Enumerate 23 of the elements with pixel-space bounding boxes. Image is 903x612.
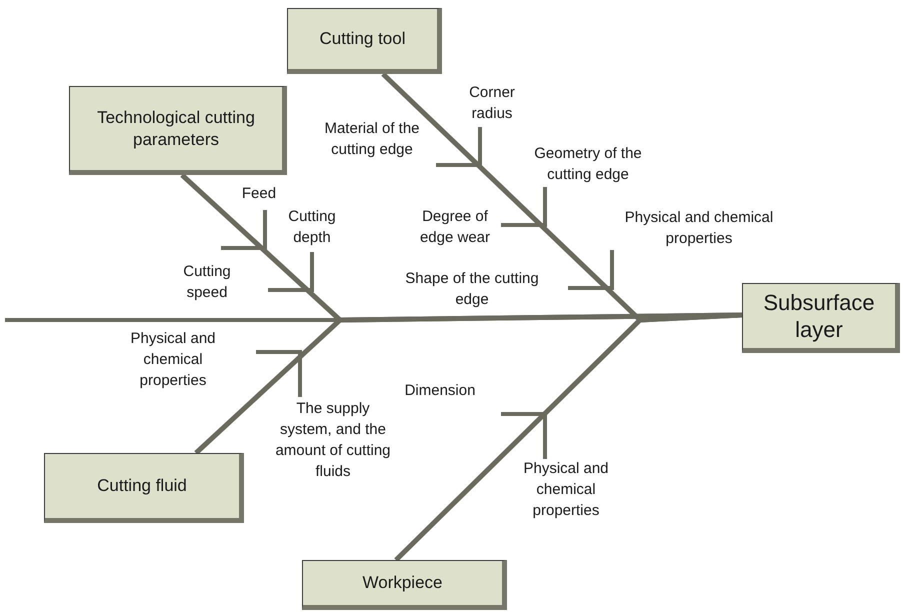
effect-label: Subsurface layer xyxy=(762,288,876,344)
sub-cause-label: Feed xyxy=(240,184,278,204)
sub-cause-label: Cutting speed xyxy=(182,262,232,303)
sub-cause-label: Physical and chemical properties xyxy=(129,329,217,391)
sub-cause-label: Dimension xyxy=(404,381,476,401)
cause-box xyxy=(302,560,507,610)
sub-cause-label: Degree of edge wear xyxy=(418,207,492,248)
sub-cause-label: Physical and chemical properties xyxy=(624,208,774,249)
sub-cause-label: Corner radius xyxy=(468,83,516,124)
cause-label: Cutting fluid xyxy=(96,475,188,497)
cause-box xyxy=(69,86,287,175)
sub-cause-label: Geometry of the cutting edge xyxy=(533,144,643,185)
cause-box xyxy=(44,453,244,523)
effect-box xyxy=(742,283,900,353)
sub-cause-label: Shape of the cutting edge xyxy=(404,269,540,310)
cause-label: Cutting tool xyxy=(318,28,406,50)
sub-cause-label: Physical and chemical properties xyxy=(522,459,610,521)
cause-label: Workpiece xyxy=(362,572,444,594)
cause-label: Technological cutting parameters xyxy=(96,107,256,150)
sub-cause-label: Material of the cutting edge xyxy=(323,119,421,160)
cause-box xyxy=(287,8,442,74)
sub-cause-label: Cutting depth xyxy=(287,207,337,248)
sub-cause-label: The supply system, and the amount of cutting fluids xyxy=(274,399,392,482)
